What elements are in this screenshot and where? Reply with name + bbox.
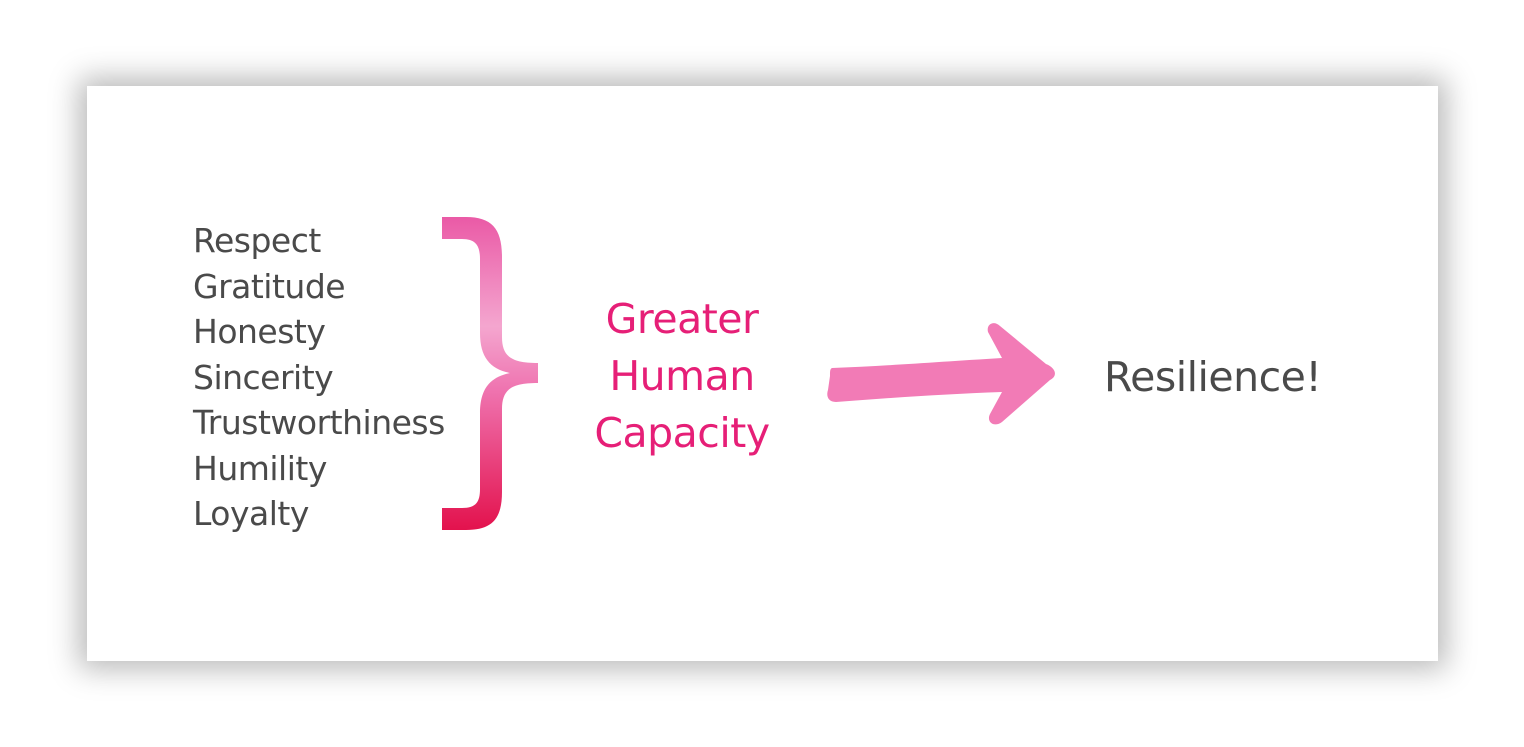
value-item: Humility — [193, 448, 327, 488]
value-item: Trustworthiness — [193, 403, 445, 442]
capacity-line-1: Greater — [605, 295, 759, 343]
value-item: Gratitude — [193, 266, 346, 306]
value-item: Honesty — [193, 312, 326, 351]
right-arrow-icon — [827, 323, 1055, 425]
right-curly-brace-icon — [442, 217, 538, 530]
capacity-line-2: Human — [609, 352, 755, 400]
values-list: Respect Gratitude Honesty Sincerity Trus… — [193, 218, 445, 537]
value-item: Sincerity — [193, 357, 334, 397]
diagram-card — [87, 86, 1438, 661]
greater-human-capacity-label: Greater Human Capacity — [562, 291, 802, 462]
value-item: Respect — [193, 221, 321, 260]
capacity-line-3: Capacity — [594, 409, 770, 457]
resilience-label: Resilience! — [1104, 353, 1322, 401]
value-item: Loyalty — [193, 494, 309, 533]
